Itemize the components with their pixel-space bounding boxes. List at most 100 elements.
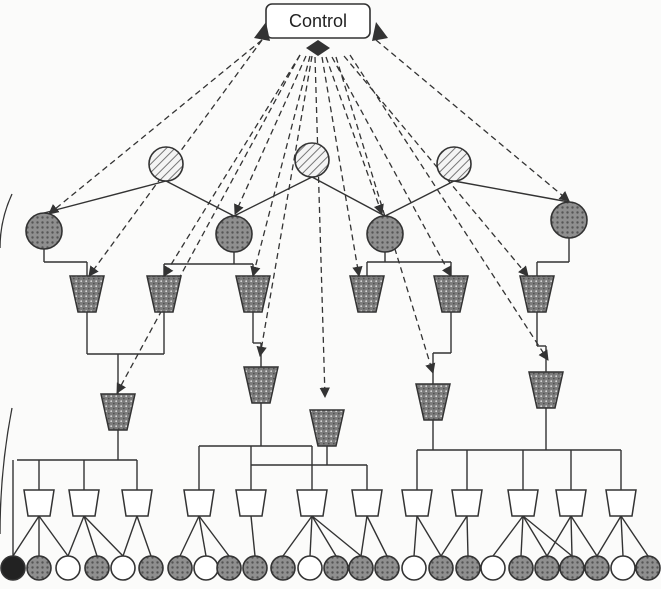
leaf-node-20: [508, 555, 534, 581]
root-link-1: [43, 180, 167, 214]
leaf-node-16: [401, 555, 427, 581]
fifth-level-trapezoid-5: [235, 489, 267, 517]
leaf-node-15: [374, 555, 400, 581]
leaf-node-12: [297, 555, 323, 581]
leaf-link-29: [570, 515, 598, 557]
leaf-link-19: [413, 515, 418, 557]
leaf-node-2: [26, 555, 52, 581]
root-link-5: [384, 180, 455, 217]
control-dashed-lines: [48, 39, 570, 399]
leaf-node-1: [0, 555, 26, 581]
control-arrow-3: [163, 54, 301, 277]
leaf-node-10: [242, 555, 268, 581]
leaf-link-17: [360, 515, 368, 557]
control-node: Control: [254, 3, 388, 56]
leaf-node-11: [270, 555, 296, 581]
leaf-link-3: [38, 515, 69, 557]
control-arrow-15: [116, 54, 301, 394]
fifth-level-trapezoid-7: [351, 489, 383, 517]
leaf-link-6: [83, 515, 124, 557]
control-arrow-11: [335, 56, 436, 374]
leaf-link-12: [250, 515, 256, 557]
leaf-node-21: [534, 555, 560, 581]
control-arrow-12: [343, 55, 529, 277]
root-link-4: [311, 176, 386, 217]
fifth-level-trapezoid-6: [296, 489, 328, 517]
third-level-trapezoid-4: [349, 275, 385, 313]
leaf-link-31: [620, 515, 624, 557]
leaf-node-4: [84, 555, 110, 581]
leaf-node-19: [480, 555, 506, 581]
third-level-trapezoid-2: [146, 275, 182, 313]
control-arrow-13: [349, 54, 549, 361]
fourth-level-trapezoid-1: [100, 393, 136, 431]
leaf-link-11: [198, 515, 230, 557]
leaf-node-18: [455, 555, 481, 581]
leaf-link-10: [198, 515, 207, 557]
control-arrow-10: [331, 56, 452, 277]
leaf-link-4: [67, 515, 85, 557]
control-box: [265, 3, 371, 39]
fifth-level-trapezoid-3: [121, 489, 153, 517]
leaf-node-22: [559, 555, 585, 581]
fifth-level-trapezoid-11: [555, 489, 587, 517]
left-bracket-lines: [0, 193, 13, 535]
control-arrow-6: [256, 55, 313, 358]
root-node-2: [294, 142, 330, 178]
leaf-link-28: [570, 515, 573, 557]
second-level-node-3: [366, 215, 404, 253]
control-arrow-5: [250, 55, 311, 278]
leaf-link-13: [282, 515, 313, 557]
leaf-node-6: [138, 555, 164, 581]
control-diamond-icon: [306, 40, 330, 56]
second-level-node-2: [215, 215, 253, 253]
control-arrow-7: [314, 56, 330, 399]
leaf-link-7: [122, 515, 138, 557]
fifth-level-trapezoid-10: [507, 489, 539, 517]
second-level-node-4: [550, 201, 588, 239]
third-level-trapezoid-6: [519, 275, 555, 313]
fourth-level-trapezoid-3: [309, 409, 345, 447]
leaf-link-21: [440, 515, 468, 557]
root-link-6: [453, 180, 570, 203]
leaf-link-32: [620, 515, 649, 557]
leaf-node-3: [55, 555, 81, 581]
leaf-node-25: [635, 555, 661, 581]
leaf-node-7: [167, 555, 193, 581]
fifth-level-trapezoid-4: [183, 489, 215, 517]
root-node-3: [436, 146, 472, 182]
third-level-trapezoid-3: [235, 275, 271, 313]
leaf-link-30: [596, 515, 622, 557]
control-arrow-4: [234, 55, 307, 215]
control-arrow-9: [325, 56, 384, 215]
leaf-node-23: [584, 555, 610, 581]
leaf-node-13: [323, 555, 349, 581]
fifth-level-trapezoid-2: [68, 489, 100, 517]
leaf-node-9: [216, 555, 242, 581]
leaf-link-14: [309, 515, 313, 557]
root-link-2: [165, 180, 235, 217]
leaf-link-18: [366, 515, 388, 557]
fourth-level-trapezoid-4: [415, 383, 451, 421]
leaf-node-5: [110, 555, 136, 581]
control-label: Control: [289, 11, 347, 31]
control-arrow-1: [48, 39, 263, 215]
leaf-link-25: [522, 515, 548, 557]
leaf-link-5: [83, 515, 98, 557]
leaf-link-16: [311, 515, 362, 557]
fourth-level-trapezoid-2: [243, 366, 279, 404]
leaf-link-26: [522, 515, 573, 557]
connection-lines: [0, 176, 649, 557]
leaf-node-17: [428, 555, 454, 581]
fifth-level-trapezoid-1: [23, 489, 55, 517]
fourth-level-trapezoid-5: [528, 371, 564, 409]
leaf-node-8: [193, 555, 219, 581]
control-right-arrowhead-icon: [372, 22, 388, 41]
fifth-level-trapezoid-12: [605, 489, 637, 517]
second-level-node-1: [25, 212, 63, 250]
control-left-arrowhead-icon: [254, 22, 270, 41]
fifth-level-trapezoid-8: [401, 489, 433, 517]
leaf-link-1: [12, 515, 40, 557]
